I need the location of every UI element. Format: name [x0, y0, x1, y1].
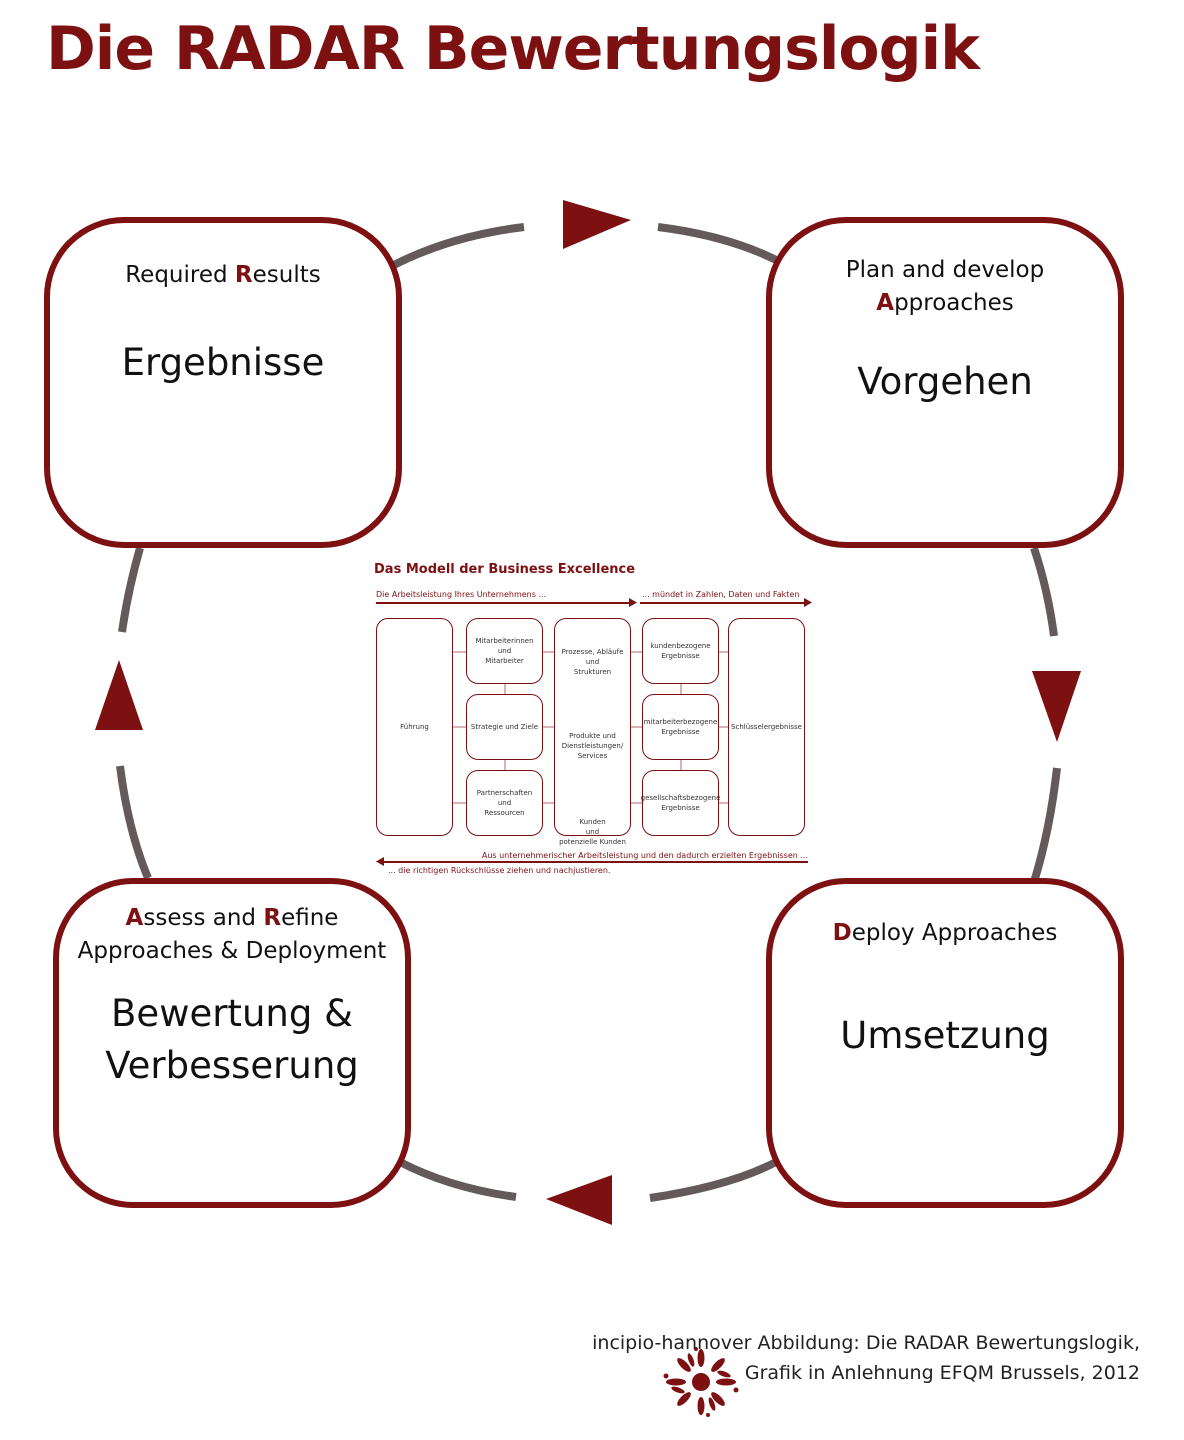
approaches-subtitle: Plan and develop Approaches: [845, 257, 1045, 316]
results-box: Required Results Ergebnisse: [44, 217, 402, 548]
model-top-left-arrow: [376, 602, 632, 604]
arrow-left-small-icon: [376, 857, 384, 866]
model-cell-kundenbezogen: kundenbezogene Ergebnisse: [642, 618, 719, 684]
model-cell-mitarbeiterbezogen: mitarbeiterbezogene Ergebnisse: [642, 694, 719, 760]
model-bottom-arrow: [382, 861, 808, 863]
deploy-label: Umsetzung: [840, 1014, 1050, 1057]
model-cell-kunden: Kunden und potenzielle Kunden: [559, 818, 626, 846]
assess-label: Bewertung & Verbesserung: [105, 992, 359, 1087]
model-cell-prozesse-column: Prozesse, Abläufe und Strukturen Produkt…: [554, 618, 631, 846]
arrow-right-small-icon: [629, 598, 637, 607]
arrow-right-small-icon: [804, 598, 812, 607]
model-cell-produkte: Produkte und Dienstleistungen/ Services: [561, 732, 624, 760]
cycle-arc-left-lower: [116, 765, 152, 880]
cycle-arc-top-right: [657, 223, 782, 266]
model-top-right-arrow: [640, 602, 806, 604]
deploy-box: Deploy Approaches Umsetzung: [766, 878, 1124, 1208]
arrow-down-icon: [1032, 671, 1081, 742]
model-cell-fuehrung: Führung: [376, 618, 453, 836]
model-cell-gesellschaftsbezogen: gesellschaftsbezogene Ergebnisse: [641, 770, 720, 836]
approaches-box: Plan and develop Approaches Vorgehen: [766, 217, 1124, 548]
arrow-up-icon: [95, 660, 143, 730]
incipio-logo-icon: [663, 1347, 739, 1417]
credit-line-1: incipio-hannover Abbildung: Die RADAR Be…: [592, 1332, 1140, 1354]
arrow-left-icon: [546, 1175, 612, 1225]
cycle-arc-top-left: [390, 223, 525, 270]
cycle-arc-right-upper: [1030, 546, 1058, 637]
model-title: Das Modell der Business Excellence: [374, 562, 636, 577]
business-excellence-model: Das Modell der Business Excellence Die A…: [374, 560, 814, 880]
arrow-right-icon: [563, 200, 631, 249]
model-top-right-note: ... mündet in Zahlen, Daten und Fakten: [642, 590, 800, 599]
results-subtitle: Required Results: [125, 262, 321, 288]
credit-note: incipio-hannover Abbildung: Die RADAR Be…: [592, 1328, 1140, 1388]
model-cell-partnerschaften: Partnerschaften und Ressourcen: [466, 770, 543, 836]
model-bottom-note-2: ... die richtigen Rückschlüsse ziehen un…: [388, 866, 611, 875]
model-cell-schluessel: Schlüsselergebnisse: [728, 618, 805, 836]
assess-subtitle: Assess and Refine Approaches & Deploymen…: [77, 905, 387, 964]
results-label: Ergebnisse: [121, 341, 325, 384]
model-bottom-note-1: Aus unternehmerischer Arbeitsleistung un…: [481, 851, 808, 860]
model-connectors: [453, 651, 728, 804]
assess-box: Assess and Refine Approaches & Deploymen…: [53, 878, 411, 1208]
model-cell-mitarbeiter: Mitarbeiterinnen und Mitarbeiter: [466, 618, 543, 684]
approaches-label: Vorgehen: [857, 360, 1033, 403]
page-title: Die RADAR Bewertungslogik: [46, 14, 980, 84]
cycle-arc-left-upper: [118, 546, 144, 633]
credit-line-2: Grafik in Anlehnung EFQM Brussels, 2012: [744, 1362, 1140, 1384]
cycle-arc-bottom-right: [649, 1158, 778, 1202]
model-cell-prozesse: Prozesse, Abläufe und Strukturen: [561, 648, 624, 676]
deploy-subtitle: Deploy Approaches: [832, 920, 1058, 946]
model-top-left-note: Die Arbeitsleistung Ihres Unternehmens .…: [376, 590, 547, 599]
cycle-arc-bottom-left: [398, 1158, 517, 1201]
cycle-arc-right-lower: [1030, 767, 1061, 884]
model-cell-strategie: Strategie und Ziele: [466, 694, 543, 760]
